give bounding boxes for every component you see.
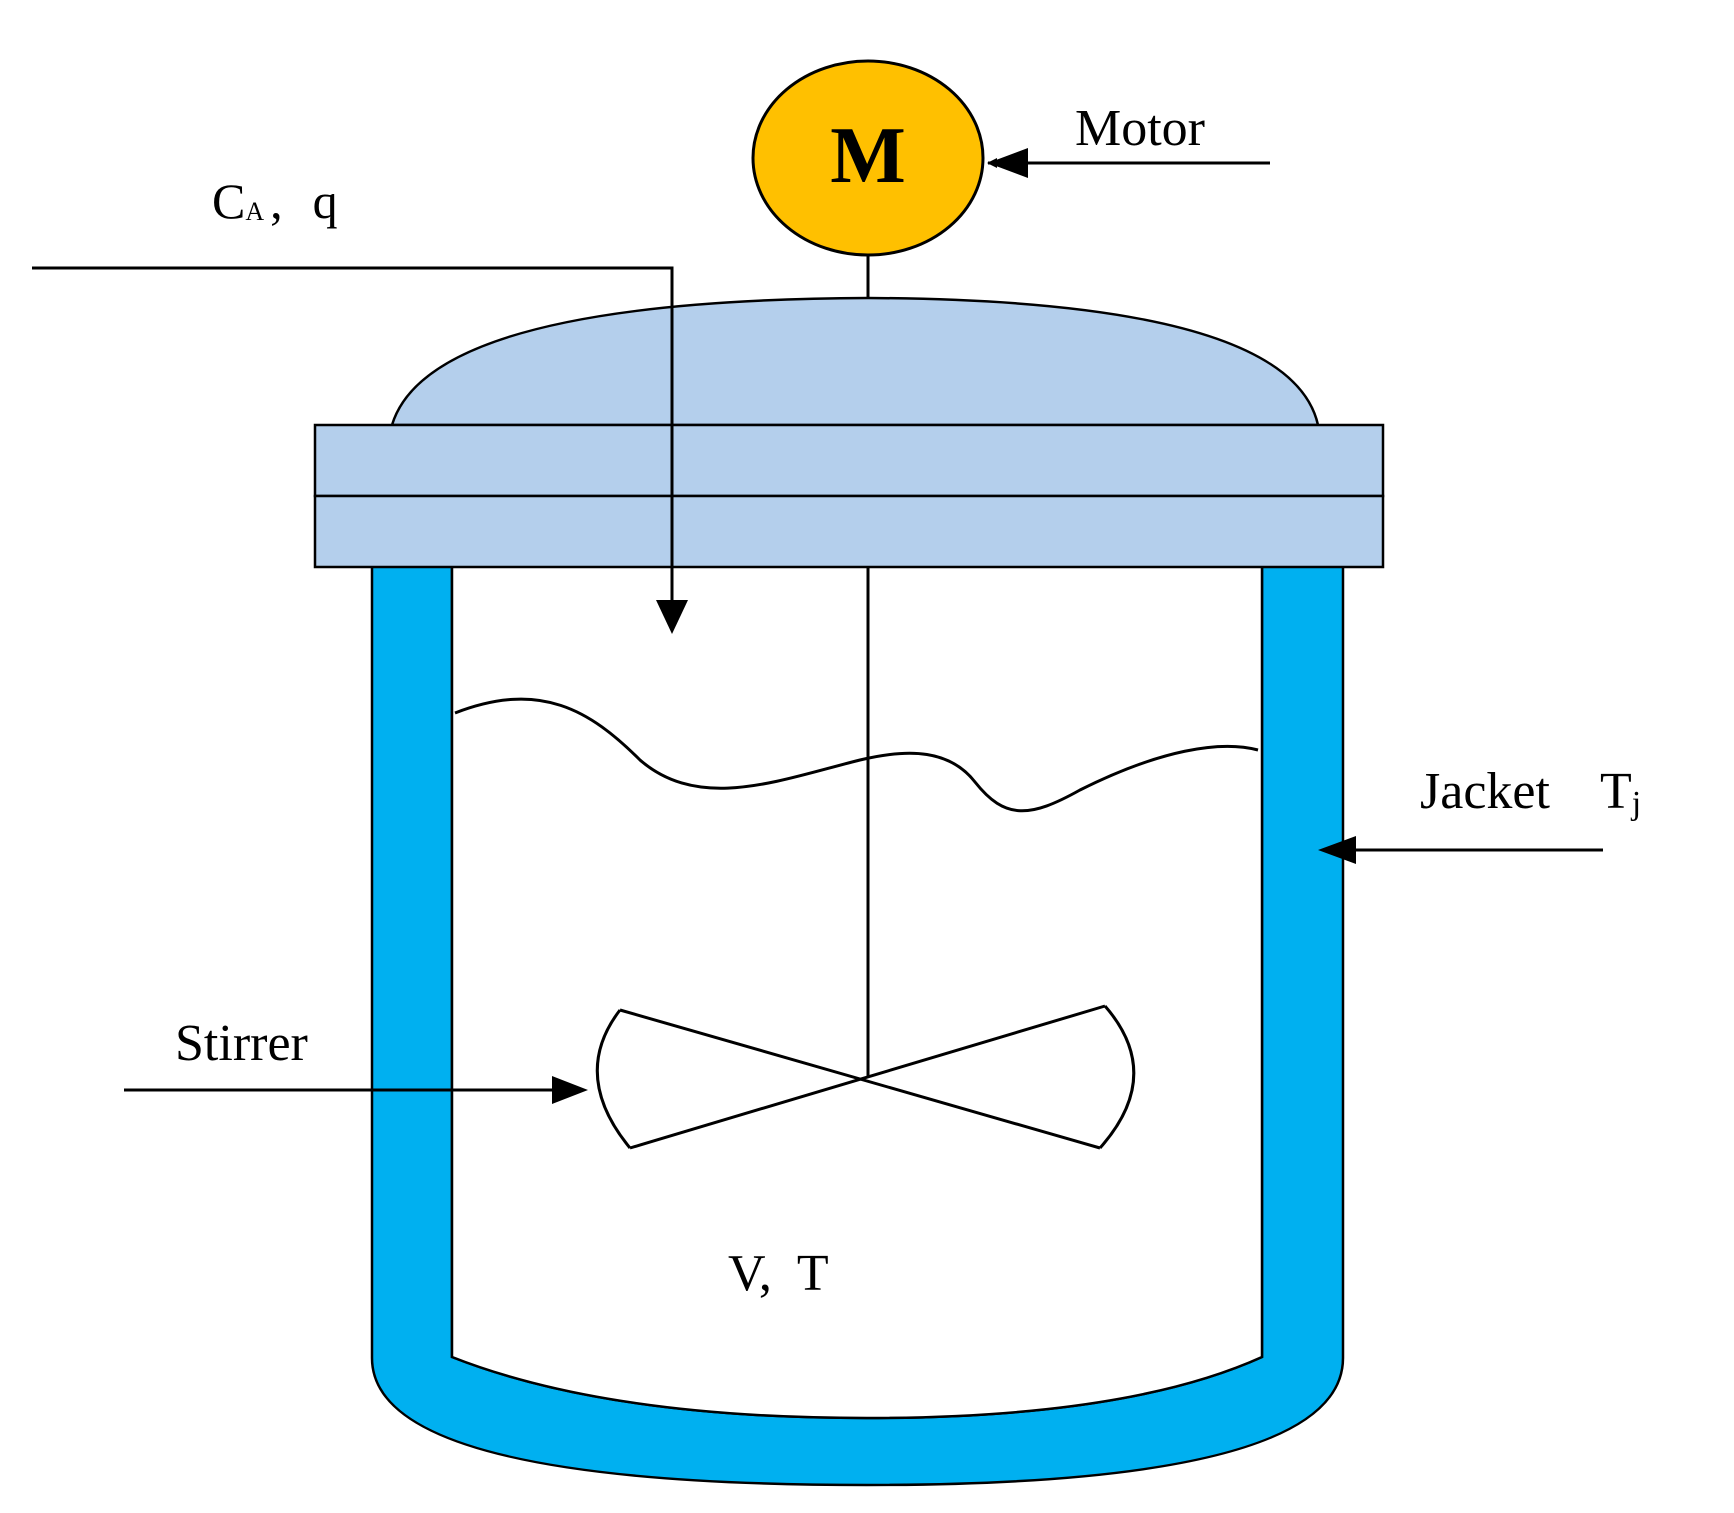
feed-concentration-sub: A	[245, 197, 264, 226]
feed-separator: ,	[270, 173, 283, 229]
jacket-arrow-head	[1318, 836, 1356, 864]
feed-flow: q	[313, 173, 338, 229]
feed-label: CA, q	[212, 173, 338, 229]
motor-label: Motor	[1075, 100, 1205, 157]
motor-arrow-head	[988, 148, 1028, 178]
jacket-temp: T	[1600, 763, 1632, 820]
stirrer-label: Stirrer	[175, 1015, 308, 1072]
liquid-surface	[454, 697, 1259, 813]
jacket-temp-sub: j	[1631, 785, 1641, 822]
flange-lower	[313, 494, 1385, 569]
feed-arrow-head	[656, 600, 688, 634]
reactor-dome	[390, 296, 1320, 427]
motor-circle-icon	[751, 59, 985, 257]
jacket-label-text: Jacket	[1420, 763, 1550, 820]
motor-symbol: M	[830, 112, 906, 200]
jacket-label: Jacket Tj	[1420, 763, 1641, 822]
feed-line	[32, 266, 674, 600]
impeller-icon	[595, 1004, 1136, 1150]
reactor-interior	[450, 560, 1264, 1420]
stirrer-arrow-head	[552, 1076, 588, 1104]
flange-upper	[313, 423, 1385, 498]
feed-concentration: C	[212, 173, 245, 229]
reactor-state-label: V, T	[728, 1245, 829, 1302]
